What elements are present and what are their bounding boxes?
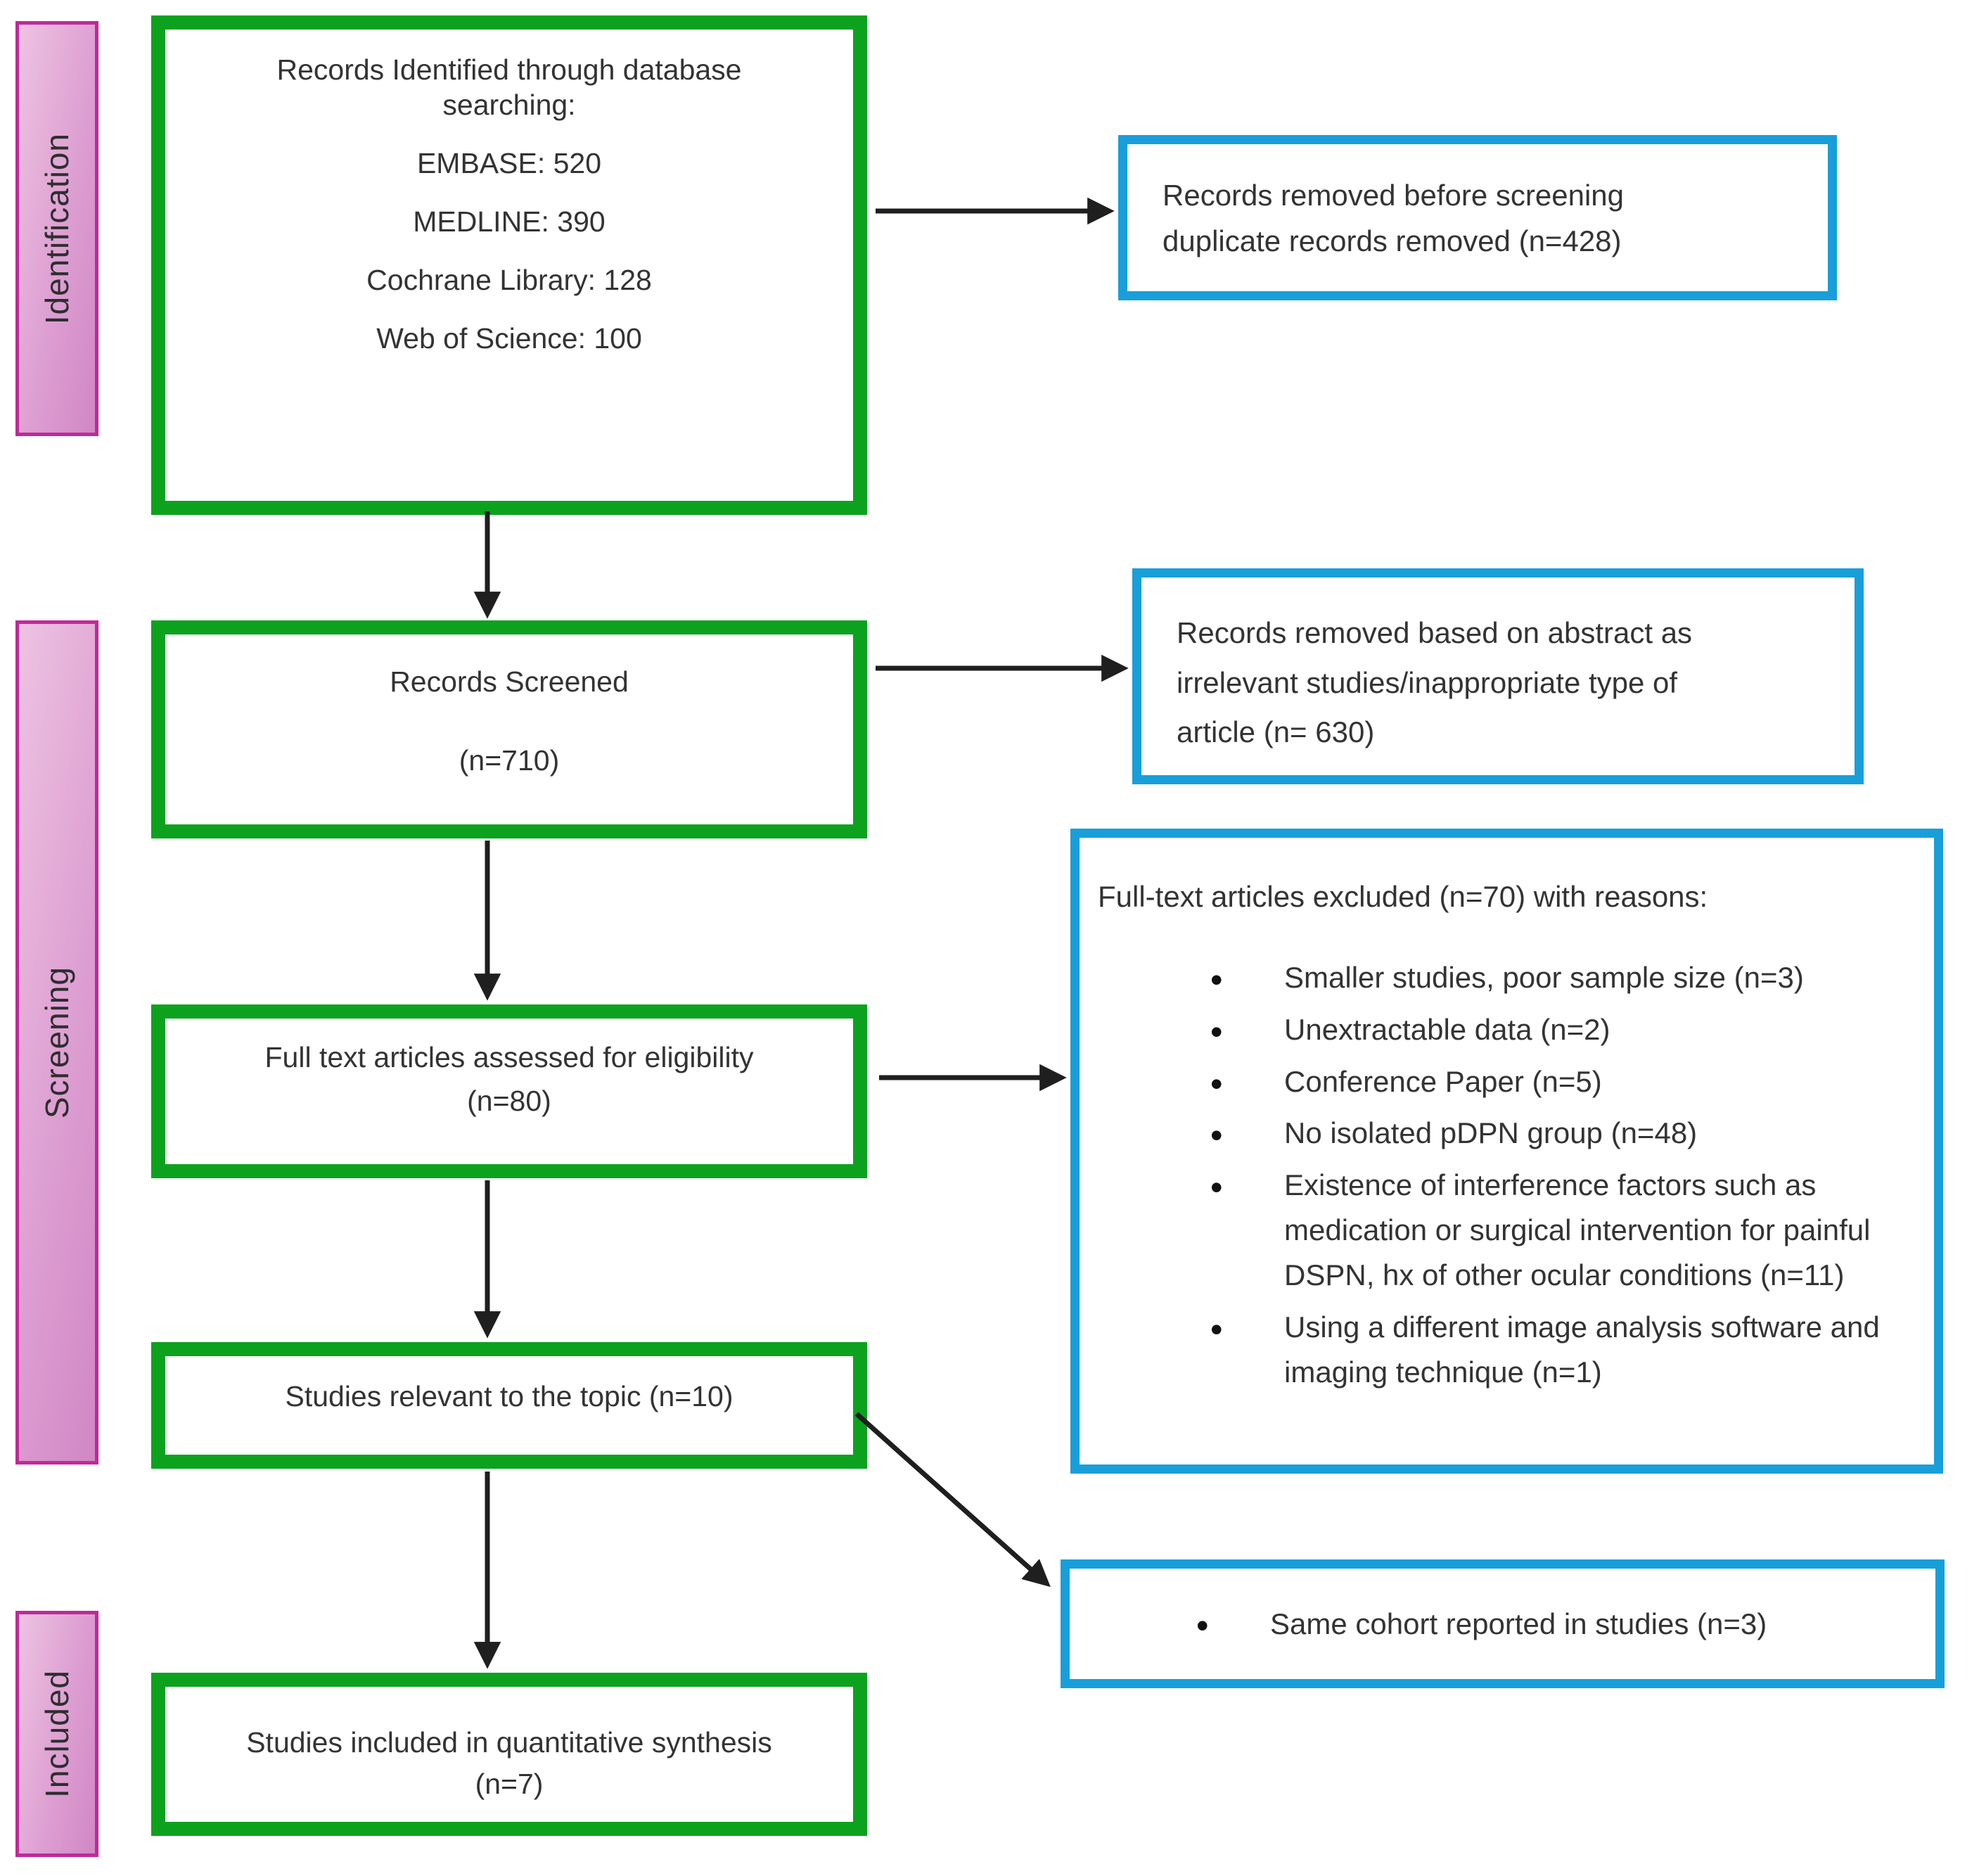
same-cohort-reason: Same cohort reported in studies (n=3): [1196, 1605, 1767, 1646]
box-records-screened: Records Screened (n=710): [151, 620, 867, 838]
exclusion-reason: No isolated pDPN group (n=48): [1210, 1109, 1907, 1162]
source-cochrane: Cochrane Library: 128: [366, 264, 652, 297]
fulltext-assessed-title: Full text articles assessed for eligibil…: [264, 1041, 754, 1073]
box-fulltext-assessed: Full text articles assessed for eligibil…: [151, 1004, 867, 1178]
box-removed-before-screening: Records removed before screening duplica…: [1118, 135, 1837, 300]
stage-included-label: Included: [39, 1670, 75, 1798]
exclusion-reason: Using a different image analysis softwar…: [1210, 1303, 1907, 1395]
records-screened-count: (n=710): [459, 744, 560, 777]
stage-identification: Identification: [15, 21, 98, 436]
records-identified-title: Records Identified through database sear…: [276, 53, 742, 122]
box-fulltext-excluded: Full-text articles excluded (n=70) with …: [1070, 829, 1943, 1474]
studies-included-title: Studies included in quantitative synthes…: [246, 1726, 772, 1801]
box-same-cohort: Same cohort reported in studies (n=3): [1061, 1559, 1945, 1688]
box-removed-on-abstract: Records removed based on abstract as irr…: [1132, 568, 1864, 784]
exclusion-reason: Unextractable data (n=2): [1210, 1005, 1907, 1059]
stage-screening: Screening: [15, 620, 98, 1465]
box-records-identified: Records Identified through database sear…: [151, 15, 867, 515]
exclusion-reason: Smaller studies, poor sample size (n=3): [1210, 953, 1907, 1007]
fulltext-excluded-title: Full-text articles excluded (n=70) with …: [1098, 880, 1708, 913]
source-embase: EMBASE: 520: [416, 147, 602, 180]
source-web-of-science: Web of Science: 100: [376, 322, 642, 355]
stage-screening-label: Screening: [39, 966, 75, 1119]
stage-identification-label: Identification: [39, 132, 75, 325]
removed-abstract-line1: Records removed based on abstract as: [1177, 616, 1693, 649]
source-medline: MEDLINE: 390: [413, 205, 606, 238]
records-screened-title: Records Screened: [390, 665, 629, 698]
box-studies-relevant: Studies relevant to the topic (n=10): [151, 1342, 867, 1469]
stage-included: Included: [15, 1611, 98, 1857]
exclusion-reason: Conference Paper (n=5): [1210, 1057, 1907, 1111]
box-studies-included: Studies included in quantitative synthes…: [151, 1673, 867, 1836]
fulltext-assessed-count: (n=80): [467, 1085, 551, 1118]
removed-abstract-line3: article (n= 630): [1177, 715, 1375, 749]
arrow-relevant-to-same-cohort: [854, 1412, 1051, 1588]
same-cohort-list: Same cohort reported in studies (n=3): [1070, 1605, 1767, 1646]
removed-abstract-line2: irrelevant studies/inappropriate type of: [1177, 665, 1678, 699]
studies-relevant-title: Studies relevant to the topic (n=10): [285, 1380, 734, 1412]
removed-before-line2: duplicate records removed (n=428): [1163, 224, 1622, 258]
exclusion-reason: Existence of interference factors such a…: [1210, 1161, 1907, 1297]
exclusion-reason-list: Smaller studies, poor sample size (n=3) …: [1098, 953, 1907, 1395]
removed-before-line1: Records removed before screening: [1163, 179, 1625, 212]
